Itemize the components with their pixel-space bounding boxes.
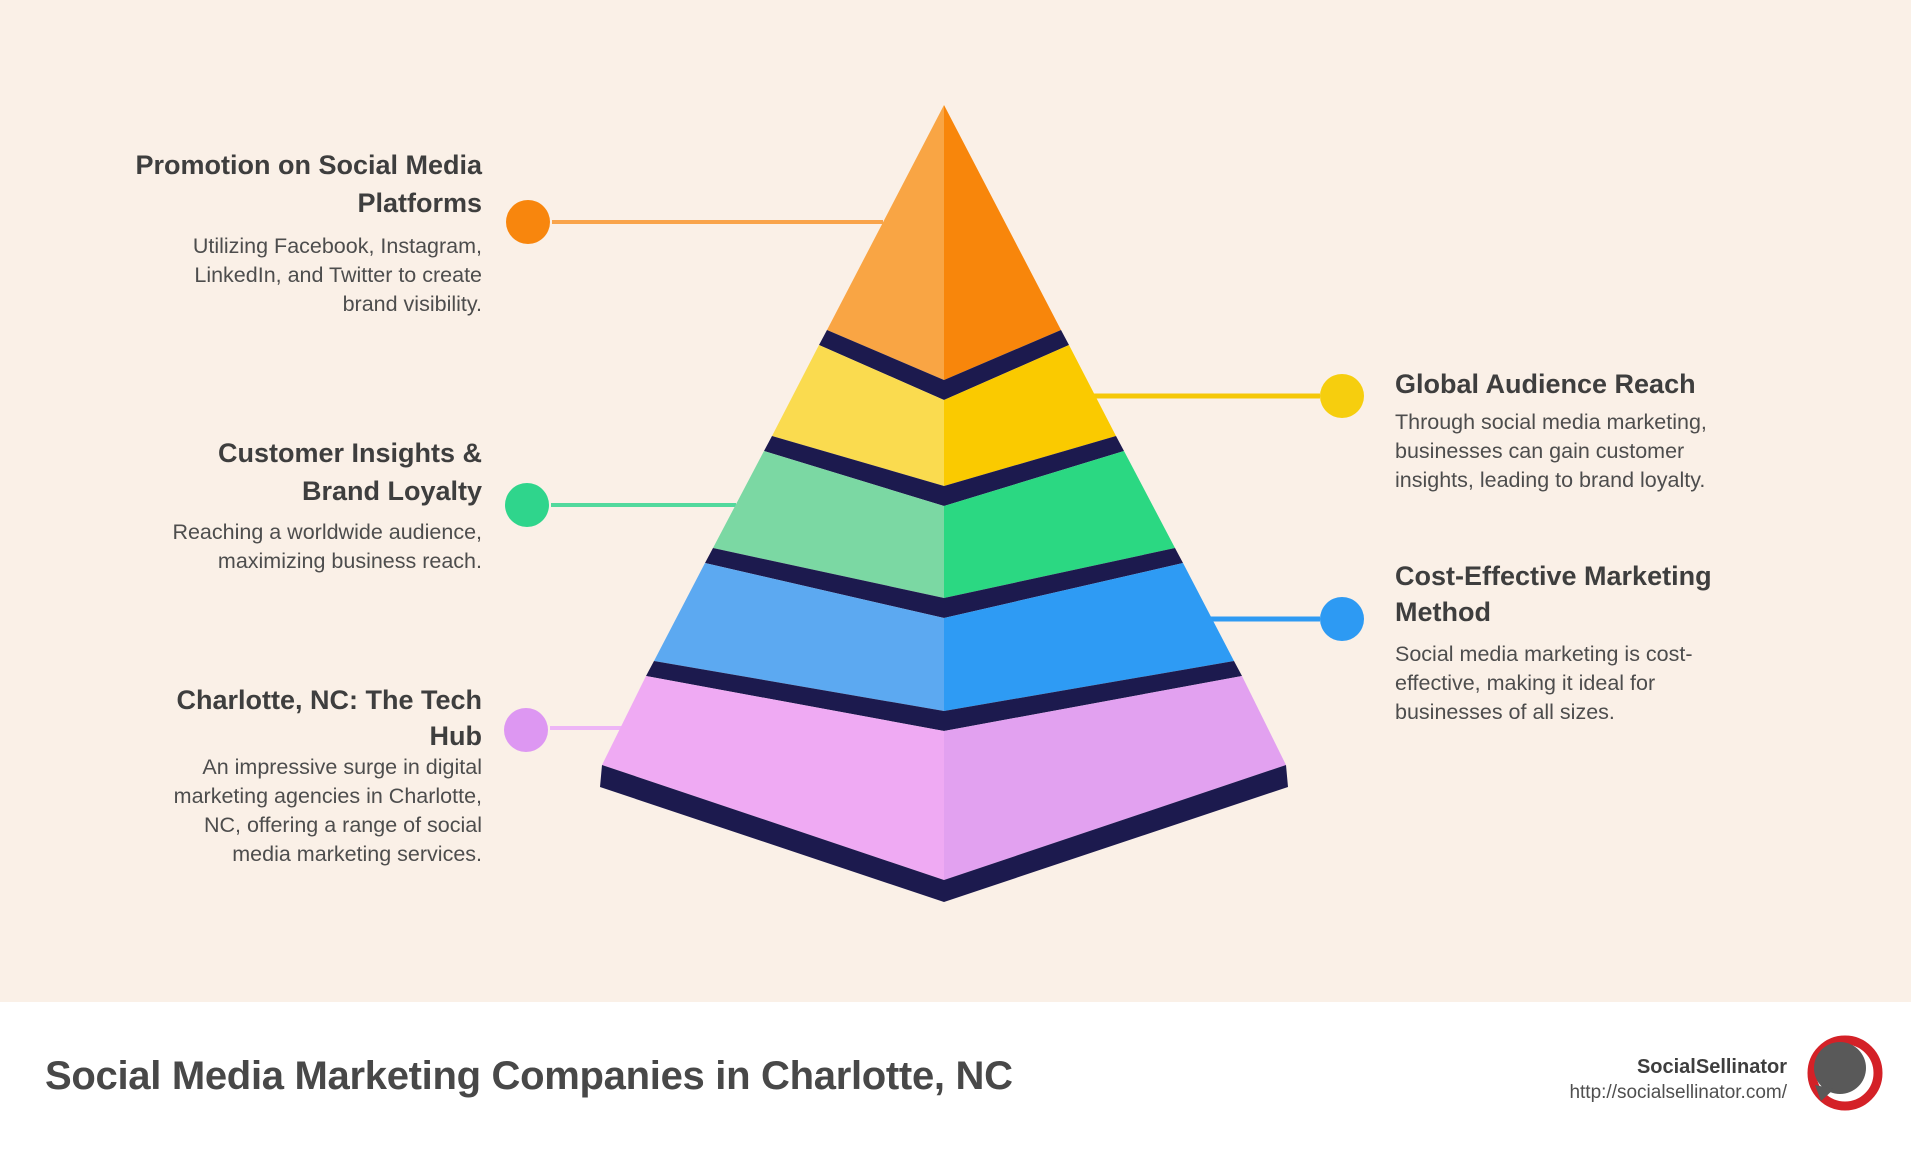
pyramid-tier1-right-face — [944, 105, 1061, 380]
callout-dot-charlotte — [504, 708, 548, 752]
brand-name: SocialSellinator — [1636, 1056, 1787, 1078]
body-line: Reaching a worldwide audience, — [172, 520, 482, 544]
body-line: effective, making it ideal for — [1395, 671, 1656, 695]
body-line: businesses of all sizes. — [1395, 700, 1615, 724]
pyramid-tier4-left-face — [654, 563, 944, 711]
callout-dot-customer-insights — [505, 483, 549, 527]
body-line: NC, offering a range of social — [203, 813, 482, 837]
body-line: businesses can gain customer — [1395, 439, 1685, 463]
callout-dot-cost-effective — [1320, 597, 1364, 641]
pyramid-separator-1 — [819, 330, 1069, 400]
title-line: Hub — [429, 721, 482, 751]
title-line: Platforms — [357, 188, 482, 218]
pyramid-separator-3 — [705, 548, 1183, 618]
logo-ring — [1807, 1035, 1883, 1111]
callout-title: Global Audience Reach — [1395, 365, 1835, 403]
logo-bubble — [1814, 1042, 1866, 1094]
body-line: Social media marketing is cost- — [1395, 642, 1693, 666]
pyramid-tier3-right-face — [944, 451, 1175, 598]
title-line: Promotion on Social Media — [135, 150, 482, 180]
pyramid-tier5-left-face — [602, 676, 944, 880]
callout-body: Utilizing Facebook, Instagram, LinkedIn,… — [60, 232, 482, 319]
brand-logo — [1807, 1035, 1883, 1111]
callout-body: An impressive surge in digital marketing… — [60, 753, 482, 869]
pyramid-separator-4 — [646, 661, 1242, 731]
body-line: brand visibility. — [342, 292, 482, 316]
body-line: media marketing services. — [232, 842, 482, 866]
callout-dot-global-reach — [1320, 374, 1364, 418]
title-line: Charlotte, NC: The Tech — [176, 685, 482, 715]
body-line: Utilizing Facebook, Instagram, — [192, 234, 482, 258]
brand-url: http://socialsellinator.com/ — [1569, 1082, 1787, 1103]
pyramid-tier2-left-face — [772, 345, 944, 486]
title-line: Global Audience Reach — [1395, 369, 1696, 399]
body-line: insights, leading to brand loyalty. — [1395, 468, 1706, 492]
pyramid-tier5-right-face — [944, 676, 1286, 880]
callout-body: Reaching a worldwide audience, maximizin… — [60, 518, 482, 576]
pyramid-tier1-left-face — [827, 105, 944, 380]
brand-block: SocialSellinator http://socialsellinator… — [1400, 1054, 1787, 1106]
title-line: Brand Loyalty — [301, 476, 482, 506]
page-title: Social Media Marketing Companies in Char… — [45, 1054, 1013, 1098]
body-line: Through social media marketing, — [1395, 410, 1707, 434]
callout-body: Through social media marketing, business… — [1395, 408, 1835, 495]
footer-background — [0, 1002, 1911, 1160]
pyramid-tier3-left-face — [713, 451, 944, 598]
callout-title: Cost-Effective Marketing Method — [1395, 558, 1835, 630]
logo-bubble-tail — [1815, 1085, 1834, 1101]
callout-title: Promotion on Social Media Platforms — [60, 146, 482, 222]
title-line: Customer Insights & — [217, 438, 482, 468]
body-line: marketing agencies in Charlotte, — [173, 784, 482, 808]
callout-title: Charlotte, NC: The Tech Hub — [60, 682, 482, 754]
pyramid-tier4-right-face — [944, 563, 1234, 711]
body-line: An impressive surge in digital — [202, 755, 482, 779]
title-line: Cost-Effective Marketing — [1395, 561, 1712, 591]
body-line: maximizing business reach. — [217, 549, 482, 573]
callout-dot-promotion — [506, 200, 550, 244]
callout-body: Social media marketing is cost- effectiv… — [1395, 640, 1835, 727]
pyramid-tier2-right-face — [944, 345, 1116, 486]
body-line: LinkedIn, and Twitter to create — [194, 263, 482, 287]
callout-title: Customer Insights & Brand Loyalty — [60, 434, 482, 510]
title-line: Method — [1395, 597, 1491, 627]
pyramid-separator-2 — [764, 436, 1124, 506]
